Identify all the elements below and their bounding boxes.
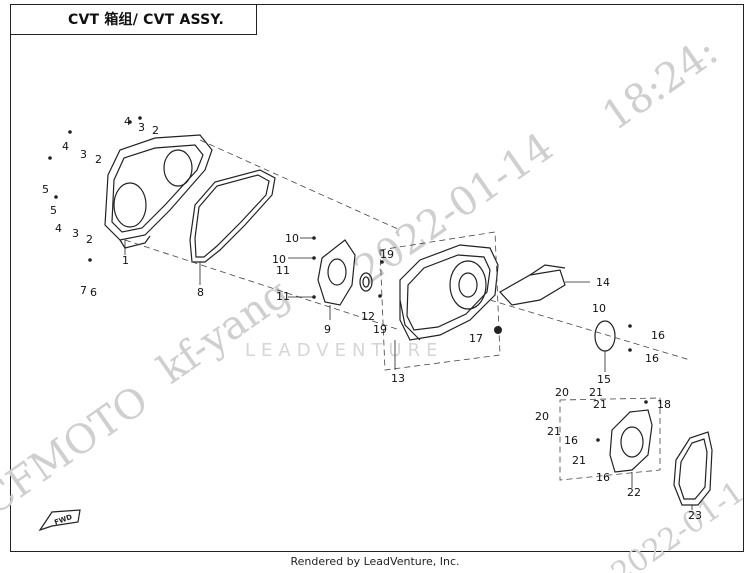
callout-19b: 19 — [373, 323, 387, 336]
callout-16d: 16 — [596, 471, 610, 484]
assembly-guide-lines — [124, 139, 691, 481]
bolt-marker — [378, 294, 382, 298]
callout-21b: 21 — [593, 398, 607, 411]
callout-3a: 3 — [138, 121, 145, 134]
callout-12: 12 — [361, 310, 375, 323]
callout-16a: 16 — [651, 329, 665, 342]
callout-22: 22 — [627, 486, 641, 499]
bolt-marker — [644, 400, 648, 404]
fwd-arrow-icon: FWD — [38, 509, 81, 532]
bolt-marker — [128, 120, 132, 124]
callout-21a: 21 — [589, 386, 603, 399]
callout-2b: 2 — [95, 153, 102, 166]
bolt-marker — [48, 156, 52, 160]
part-23-end-cover — [673, 431, 713, 506]
diagram-frame — [10, 4, 744, 552]
part-8-gasket — [189, 169, 276, 263]
callout-21d: 21 — [572, 454, 586, 467]
callout-2c: 2 — [86, 233, 93, 246]
diagram-title: CVT 箱组/ CVT ASSY. — [68, 12, 224, 28]
callout-3b: 3 — [80, 148, 87, 161]
callout-10c: 10 — [592, 302, 606, 315]
callout-21c: 21 — [547, 425, 561, 438]
watermark-vendor: LEADVENTURE — [245, 340, 443, 361]
callout-5b: 5 — [50, 204, 57, 217]
callout-10a: 10 — [285, 232, 299, 245]
footer-credit: Rendered by LeadVenture, Inc. — [290, 555, 460, 568]
callout-18: 18 — [657, 398, 671, 411]
callout-17: 17 — [469, 332, 483, 345]
part-13-housing — [399, 244, 499, 341]
watermark-brand: CFMOTO — [0, 377, 157, 525]
callout-5a: 5 — [42, 183, 49, 196]
bolt-marker — [596, 438, 600, 442]
watermark-time: 18:24: — [594, 28, 726, 140]
callout-4b: 4 — [62, 140, 69, 153]
callout-4c: 4 — [55, 222, 62, 235]
bolt-marker — [494, 326, 502, 334]
bolt-marker — [628, 324, 632, 328]
part-12-seal — [359, 272, 373, 292]
bolt-marker — [54, 195, 58, 199]
title-box: CVT 箱组/ CVT ASSY. — [10, 4, 257, 35]
callout-7: 7 — [80, 284, 87, 297]
callout-13: 13 — [391, 372, 405, 385]
callout-2a: 2 — [152, 124, 159, 137]
callout-4a: 4 — [124, 115, 131, 128]
callout-15: 15 — [597, 373, 611, 386]
part-22-cover — [609, 409, 653, 473]
bolt-marker — [88, 258, 92, 262]
callout-8: 8 — [197, 286, 204, 299]
part-15-gasket — [594, 320, 616, 352]
callout-1: 1 — [122, 254, 129, 267]
watermark-date: 2022-01-14 — [346, 124, 561, 294]
bolt-marker — [380, 260, 384, 264]
callout-23: 23 — [688, 509, 702, 522]
callout-14: 14 — [596, 276, 610, 289]
leader-lines — [124, 237, 693, 510]
part-14-bracket — [499, 264, 566, 306]
callout-9: 9 — [324, 323, 331, 336]
callout-16c: 16 — [564, 434, 578, 447]
part-1-cvt-cover — [104, 134, 213, 249]
callout-20a: 20 — [555, 386, 569, 399]
bolt-marker — [68, 130, 72, 134]
callout-16b: 16 — [645, 352, 659, 365]
callout-10b: 10 — [272, 253, 286, 266]
callout-11a: 11 — [276, 264, 290, 277]
bolt-marker — [138, 116, 142, 120]
callout-19a: 19 — [380, 248, 394, 261]
callout-3c: 3 — [72, 227, 79, 240]
bolt-marker — [628, 348, 632, 352]
callout-11b: 11 — [276, 290, 290, 303]
watermark-user: kf-yang — [150, 270, 298, 393]
part-9-plate — [317, 239, 356, 306]
callouts: 1 2 3 4 4 3 2 5 5 4 3 2 7 6 8 10 10 11 1… — [42, 115, 702, 522]
callout-6: 6 — [90, 286, 97, 299]
callout-20b: 20 — [535, 410, 549, 423]
